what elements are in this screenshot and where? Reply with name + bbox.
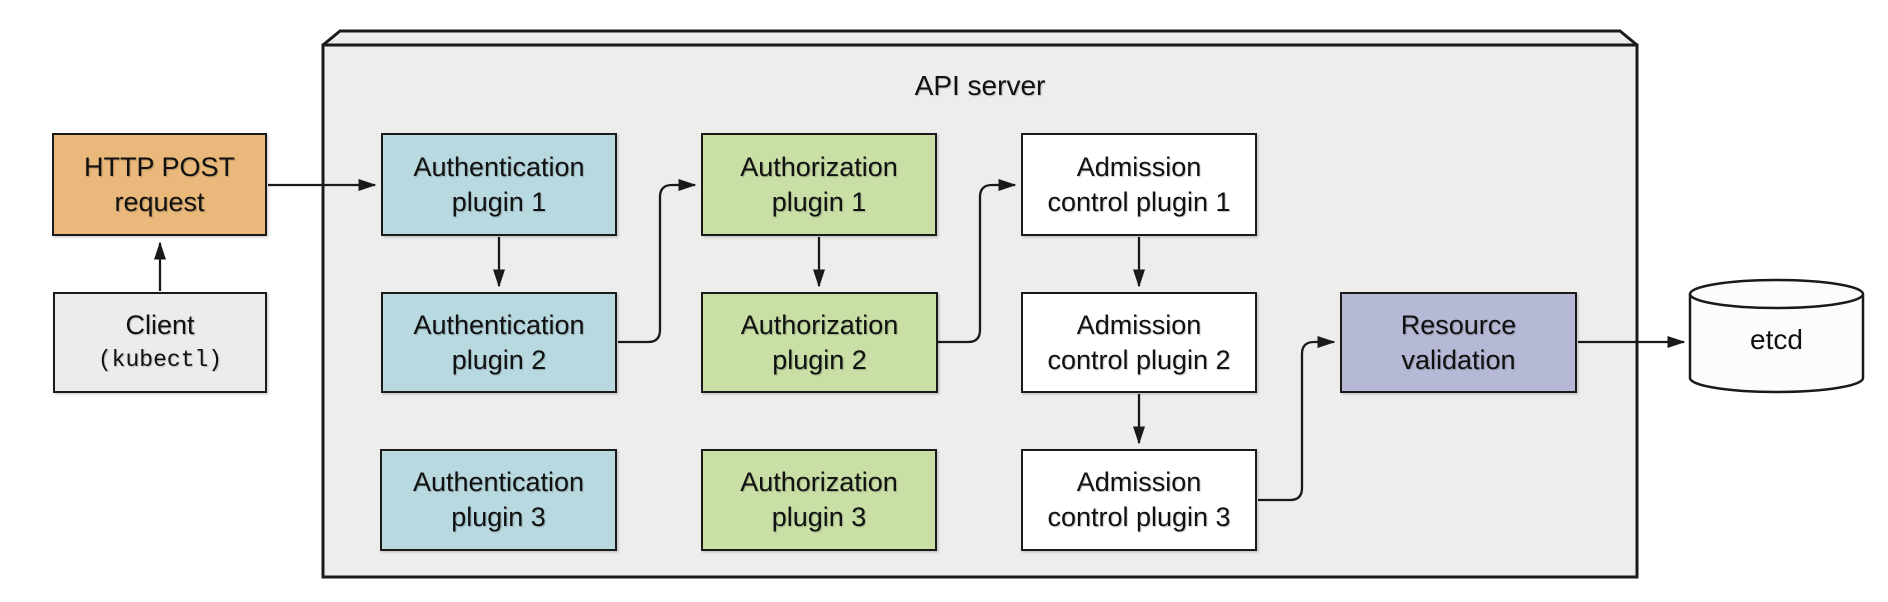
node-label-line: plugin 3 — [451, 502, 546, 532]
node-label-line: plugin 1 — [451, 186, 547, 217]
node-label-line: Admission — [1076, 309, 1202, 340]
node-label-line: (kubectl) — [97, 346, 223, 373]
node-label-line: Client — [125, 309, 195, 340]
api-server-top-face — [321, 29, 1639, 47]
etcd-cylinder-top — [1688, 278, 1865, 310]
node-label-line: HTTP POST — [83, 151, 236, 182]
node-label-line: control plugin 2 — [1047, 344, 1231, 375]
api-server-title-text: API server — [914, 70, 1046, 101]
node-client: Client (kubectl) — [53, 292, 267, 393]
arrow-authentication-2-to-authorization-1 — [618, 179, 697, 344]
arrow-authorization-2-to-admission-1 — [938, 179, 1017, 344]
node-admission-control-plugin-2: Admission control plugin 2 — [1021, 292, 1257, 393]
node-authentication-plugin-3: Authentication plugin 3 — [380, 449, 617, 551]
api-server-title: API server — [323, 68, 1637, 104]
node-resource-validation: Resource validation — [1340, 292, 1577, 393]
node-label-line: Resource — [1400, 309, 1517, 340]
node-authentication-plugin-1: Authentication plugin 1 — [381, 133, 617, 236]
arrow-admission-3-to-resource-validation — [1258, 336, 1336, 502]
node-label-line: Authentication — [412, 467, 585, 497]
node-label-line: Authentication — [413, 151, 585, 182]
node-label-line: Admission — [1076, 151, 1202, 182]
node-label-line: request — [114, 186, 205, 217]
node-label-line: Authorization — [740, 309, 899, 340]
node-http-post-request: HTTP POST request — [52, 133, 267, 236]
node-authentication-plugin-2: Authentication plugin 2 — [381, 292, 617, 393]
etcd-label-text: etcd — [1750, 324, 1803, 355]
node-label-line: Admission — [1076, 467, 1202, 497]
node-label-line: plugin 2 — [451, 344, 547, 375]
node-label-line: validation — [1401, 344, 1516, 375]
node-label-line: Authorization — [740, 151, 898, 182]
etcd-label: etcd — [1690, 318, 1863, 362]
node-authorization-plugin-3: Authorization plugin 3 — [701, 449, 937, 551]
node-label-line: control plugin 1 — [1047, 186, 1231, 217]
node-authorization-plugin-2: Authorization plugin 2 — [701, 292, 938, 393]
node-authorization-plugin-1: Authorization plugin 1 — [701, 133, 937, 236]
node-label-line: Authorization — [740, 467, 898, 497]
node-admission-control-plugin-1: Admission control plugin 1 — [1021, 133, 1257, 236]
node-label-line: Authentication — [413, 309, 585, 340]
node-label-line: control plugin 3 — [1047, 502, 1231, 532]
etcd-cylinder-body — [1688, 294, 1865, 394]
node-label-line: plugin 1 — [771, 186, 867, 217]
node-label-line: plugin 3 — [771, 502, 867, 532]
node-label-line: plugin 2 — [772, 344, 867, 375]
node-admission-control-plugin-3: Admission control plugin 3 — [1021, 449, 1257, 551]
